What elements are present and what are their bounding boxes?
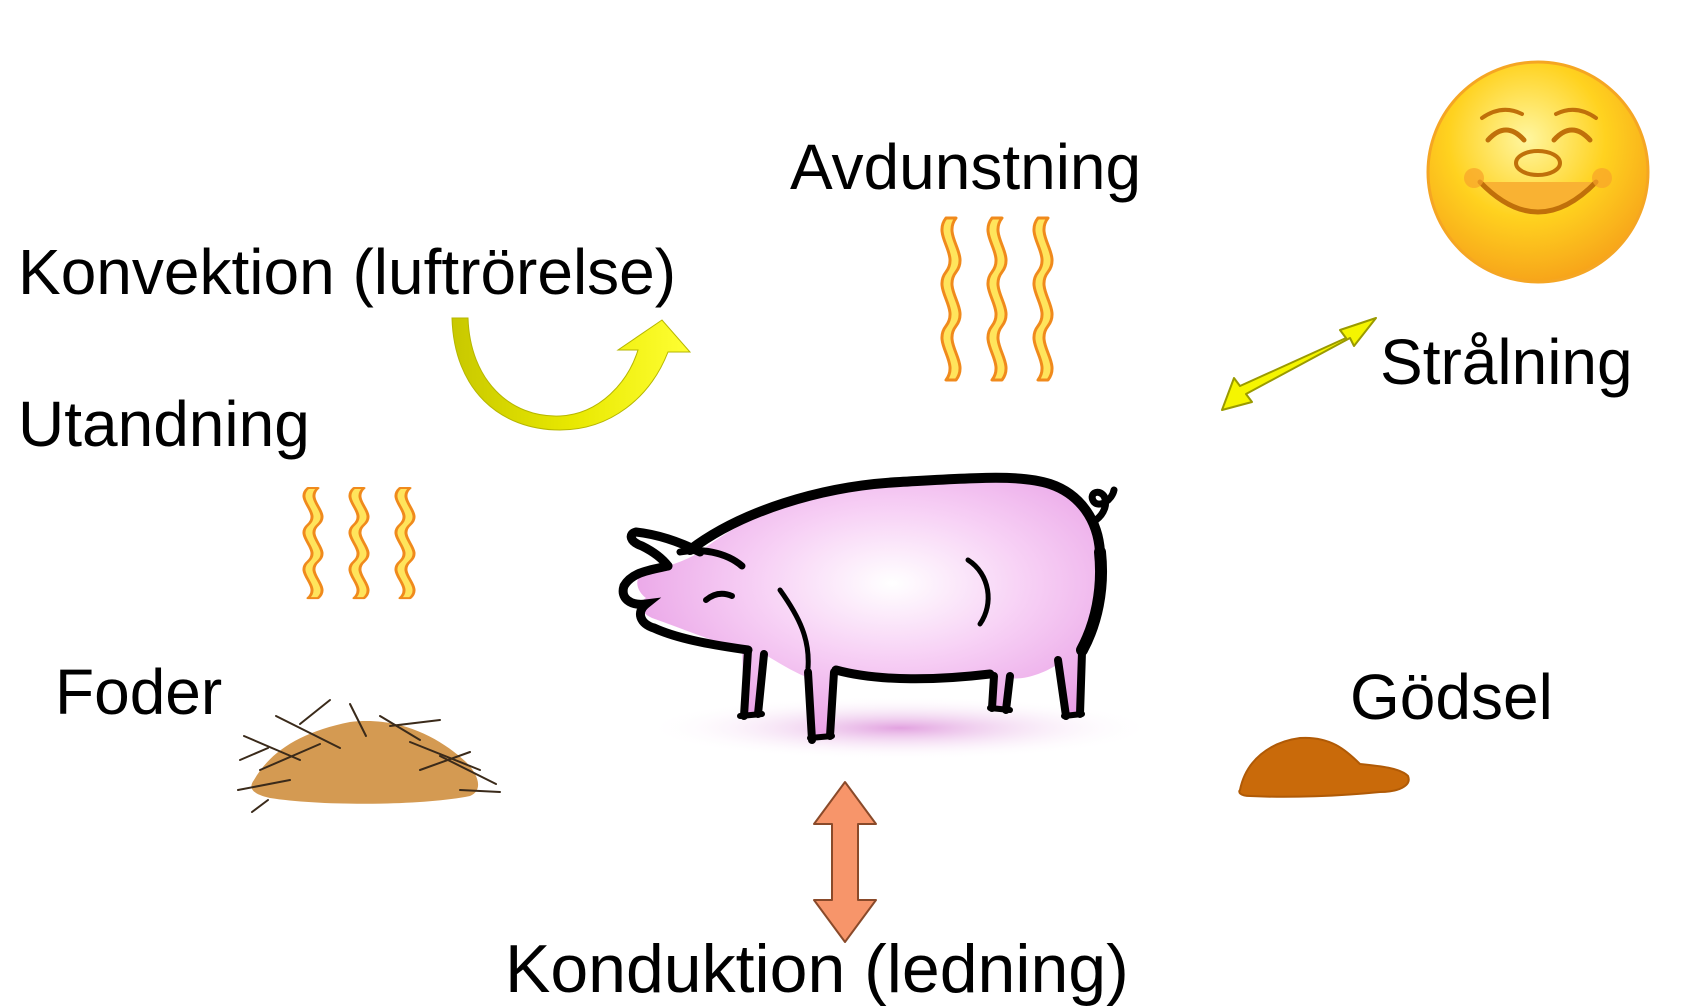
evaporation-waves	[942, 218, 1052, 380]
convection-label: Konvektion (luftrörelse)	[18, 240, 676, 304]
radiation-arrow	[1222, 318, 1376, 410]
evaporation-label: Avdunstning	[790, 135, 1141, 199]
feed-pile-icon	[238, 700, 500, 812]
radiation-label: Strålning	[1380, 330, 1633, 394]
exhalation-waves	[304, 488, 414, 598]
conduction-label: Konduktion (ledning)	[505, 935, 1129, 1003]
manure-pile-icon	[1239, 738, 1408, 797]
manure-label: Gödsel	[1350, 665, 1553, 729]
sun-icon	[1428, 62, 1648, 282]
exhalation-label: Utandning	[18, 392, 310, 456]
conduction-arrow	[814, 782, 876, 942]
feed-label: Foder	[55, 660, 222, 724]
convection-arrow	[452, 318, 690, 430]
